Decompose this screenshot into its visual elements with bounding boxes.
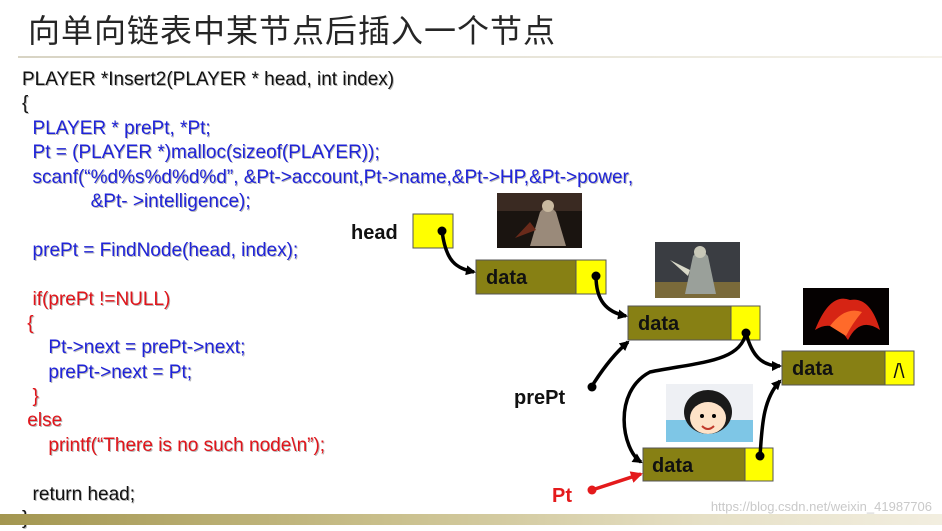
arrow-node2-to-node3: [744, 332, 782, 371]
null-pointer-icon: /\: [893, 361, 905, 383]
page-title: 向单向链表中某节点后插入一个节点: [28, 12, 557, 50]
arrow-prePt-to-node2: [590, 340, 630, 387]
node-3-data: data: [792, 358, 834, 380]
watermark: https://blog.csdn.net/weixin_41987706: [710, 499, 932, 514]
arrow-Pt-to-new-node: [591, 471, 643, 492]
arrow-head-to-node1: [440, 230, 476, 276]
code-line: prePt->next = Pt;: [22, 361, 193, 383]
new-node-data: data: [652, 455, 694, 477]
title-divider: [18, 56, 942, 58]
list-node-1: data: [475, 259, 607, 295]
node-1-data: data: [486, 267, 528, 289]
code-line: else: [22, 410, 63, 432]
arrow-node1-to-node2: [594, 275, 628, 320]
code-line: printf(“There is no such node\n”);: [22, 434, 326, 456]
new-node: data: [642, 447, 774, 482]
character-image-2: [655, 242, 740, 298]
code-line: prePt = FindNode(head, index);: [22, 239, 299, 261]
code-line: Pt->next = prePt->next;: [22, 337, 246, 359]
code-block: PLAYER *Insert2(PLAYER * head, int index…: [22, 68, 633, 531]
cartoon-image: [666, 384, 753, 442]
code-line: PLAYER * prePt, *Pt;: [22, 117, 211, 139]
code-line: return head;: [22, 483, 136, 505]
character-image-1: [497, 193, 582, 248]
code-line: }: [22, 386, 39, 408]
footer-band: [0, 514, 942, 525]
code-line: &Pt- >intelligence);: [22, 190, 251, 212]
Pt-label: Pt: [552, 485, 572, 507]
prePt-label: prePt: [514, 387, 565, 409]
pointer-arrows: [440, 230, 782, 464]
arrow-node2-to-new-node: [622, 332, 748, 464]
code-line: {: [22, 312, 34, 334]
head-label: head: [351, 222, 398, 244]
list-node-2: data: [627, 305, 761, 341]
node-2-data: data: [638, 313, 680, 335]
code-line: if(prePt !=NULL): [22, 288, 171, 310]
code-line: {: [22, 93, 29, 115]
arrow-new-node-to-node3: [758, 379, 782, 457]
list-node-3: data /\: [781, 350, 915, 386]
character-image-3: [803, 288, 889, 345]
head-pointer: head: [351, 213, 454, 249]
code-line: scanf(“%d%s%d%d%d”, &Pt->account,Pt->nam…: [22, 166, 634, 188]
code-line: Pt = (PLAYER *)malloc(sizeof(PLAYER));: [22, 142, 380, 164]
code-line: PLAYER *Insert2(PLAYER * head, int index…: [22, 69, 395, 90]
